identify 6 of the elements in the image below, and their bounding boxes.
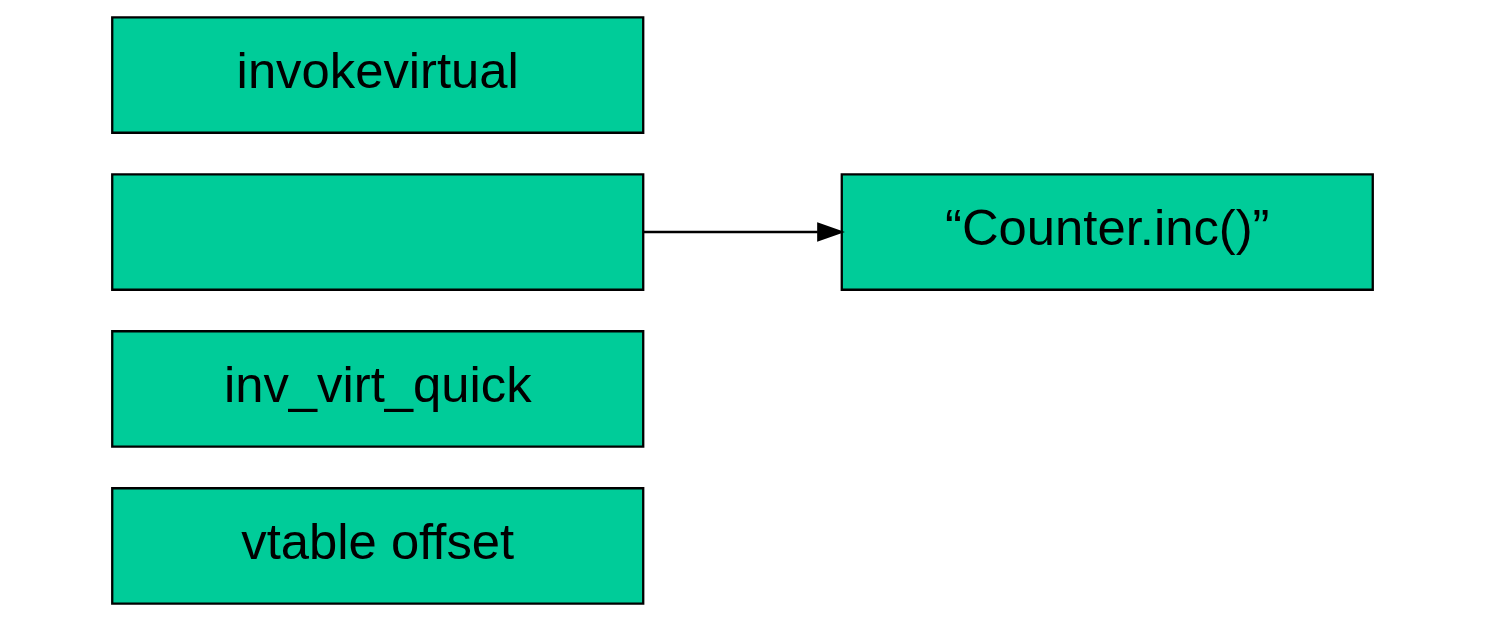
node-box: inv_virt_quick — [111, 330, 645, 448]
arrow — [643, 222, 845, 242]
node-box: invokevirtual — [111, 16, 645, 134]
node-box: vtable offset — [111, 487, 645, 605]
node-box — [111, 173, 645, 291]
node-box: “Counter.inc()” — [840, 173, 1374, 291]
